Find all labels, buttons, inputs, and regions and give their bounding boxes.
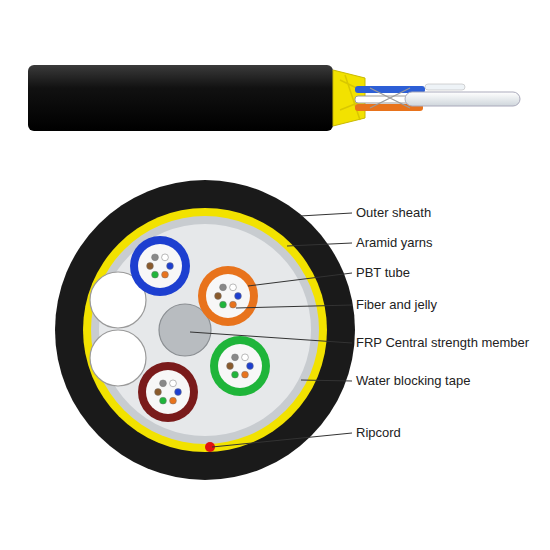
part-label: Water blocking tape — [356, 373, 470, 389]
leader-lines — [190, 213, 352, 447]
part-label: Aramid yarns — [356, 235, 433, 251]
cable-cross-section — [55, 180, 355, 480]
part-label: PBT tube — [356, 265, 410, 281]
part-label: Outer sheath — [356, 205, 431, 221]
part-label: FRP Central strength member — [356, 335, 529, 351]
part-label: Fiber and jelly — [356, 297, 437, 313]
part-label: Ripcord — [356, 425, 401, 441]
cable-side-view — [28, 65, 520, 131]
